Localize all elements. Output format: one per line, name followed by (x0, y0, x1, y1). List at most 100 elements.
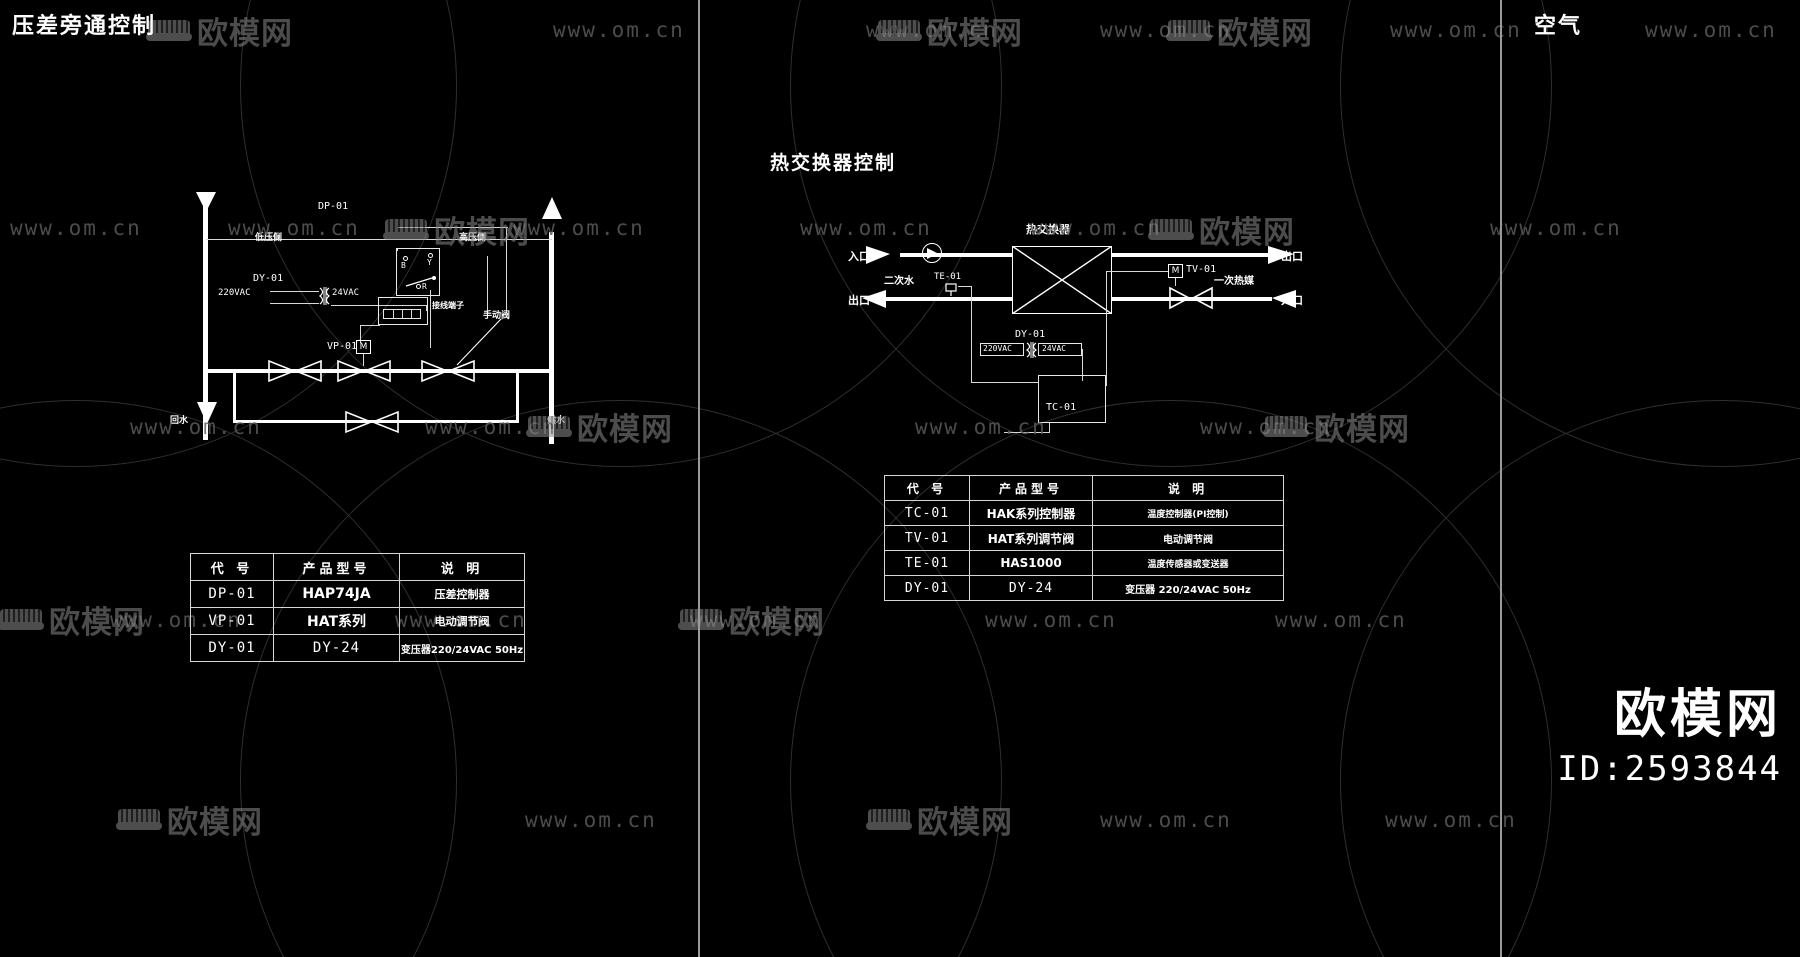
brand-corner: 欧模网 ID:2593844 (1557, 672, 1782, 789)
tv-wire-h (1106, 271, 1168, 272)
valve-bypass-icon (345, 410, 399, 434)
dp-terminal-b-label: B (401, 261, 406, 270)
table-header-row: 代 号 产品型号 说 明 (190, 553, 525, 581)
table-row: TC-01 HAK系列控制器 温度控制器(PI控制) (884, 500, 1284, 526)
heat-exchanger-cross-icon (1012, 246, 1112, 314)
brand-name: 欧模网 (1613, 685, 1782, 745)
right-parts-table: 代 号 产品型号 说 明 TC-01 HAK系列控制器 温度控制器(PI控制) … (884, 475, 1284, 601)
dp-controller-body (396, 248, 440, 296)
cell-desc: 变压器220/24VAC 50Hz (399, 634, 525, 662)
label-te-tag: TE-01 (934, 272, 962, 282)
cell-model: HAP74JA (273, 580, 400, 608)
label-220vac-left: 220VAC (218, 288, 251, 298)
label-low-pressure: 低压侧 (255, 233, 283, 243)
valve-wire (360, 325, 361, 343)
tc-wire-bottom (1004, 432, 1050, 433)
terminal-div-2 (402, 309, 403, 319)
heat-exchanger-body (1012, 246, 1112, 314)
th-desc: 说 明 (399, 553, 525, 581)
valve-tv01-icon (1169, 286, 1213, 310)
construction-arc (1340, 0, 1800, 467)
dy-secondary-box (1038, 343, 1082, 356)
supply-header-pipe (206, 369, 550, 373)
table-row: DY-01 DY-24 变压器 220/24VAC 50Hz (884, 575, 1284, 601)
tc-wire-down (1049, 423, 1050, 433)
pump-icon (922, 243, 942, 263)
table-header-row: 代 号 产品型号 说 明 (884, 475, 1284, 501)
cell-model: HAS1000 (969, 550, 1093, 576)
cell-model: HAK系列控制器 (969, 500, 1093, 526)
terminal-div-1 (393, 309, 394, 319)
cell-code: TE-01 (884, 550, 970, 576)
label-dp-tag: DP-01 (318, 201, 349, 212)
label-secondary-water: 二次水 (884, 276, 914, 287)
tv-actuator-letter: M (1171, 266, 1180, 276)
table-row: DP-01 HAP74JA 压差控制器 (190, 580, 525, 608)
dp-terminal-y-dot (428, 253, 433, 258)
cell-model: HAT系列 (273, 607, 400, 635)
cell-model: DY-24 (969, 575, 1093, 601)
pressure-sensing-line (206, 239, 552, 240)
table-row: DY-01 DY-24 变压器220/24VAC 50Hz (190, 634, 525, 662)
cell-desc: 电动调节阀 (399, 607, 525, 635)
secondary-outlet-pipe (886, 297, 1012, 301)
left-parts-table: 代 号 产品型号 说 明 DP-01 HAP74JA 压差控制器 VP-01 H… (190, 553, 525, 662)
label-primary-medium: 一次热媒 (1214, 276, 1254, 287)
title-right: 空气 (1534, 14, 1583, 39)
label-tv-tag: TV-01 (1186, 264, 1217, 275)
tc-wire-in (971, 382, 1039, 383)
inlet-left-arrow-icon (866, 246, 890, 264)
dy-wire-in-bot (270, 303, 319, 304)
vp-stem (363, 354, 364, 366)
label-vp-tag: VP-01 (327, 341, 358, 352)
manual-valve-leader-icon (456, 318, 502, 366)
label-inlet-left: 入口 (848, 250, 870, 263)
label-heat-exchanger: 热交换器 (1026, 223, 1070, 236)
th-model: 产品型号 (273, 553, 400, 581)
dp-terminal-r-dot (416, 284, 421, 289)
cell-desc: 电动调节阀 (1092, 525, 1284, 551)
cell-model: DY-24 (273, 634, 400, 662)
bypass-left-riser (233, 371, 236, 423)
label-24vac-left: 24VAC (332, 288, 360, 298)
te-wire-v (971, 286, 972, 382)
cell-desc: 变压器 220/24VAC 50Hz (1092, 575, 1284, 601)
vp-actuator-icon: M (356, 340, 371, 354)
valve-wire-h (360, 325, 380, 326)
cell-code: TC-01 (884, 500, 970, 526)
terminal-div-3 (411, 309, 412, 319)
te-wire-h (958, 286, 972, 287)
valve-control-vp01-icon (337, 359, 391, 383)
tv-stem (1175, 278, 1176, 286)
dp-switch-arm-icon (405, 276, 436, 287)
dy-primary-box (980, 343, 1024, 356)
return-arrow-down-icon (197, 402, 217, 424)
cell-code: DY-01 (190, 634, 274, 662)
tv-actuator-icon: M (1168, 264, 1183, 278)
valve-manual-1-icon (268, 359, 322, 383)
th-code: 代 号 (190, 553, 274, 581)
th-model: 产品型号 (969, 475, 1093, 501)
label-outlet-left: 出口 (848, 294, 870, 307)
transformer-core-icon-right (1025, 342, 1037, 358)
outlet-left-arrow-icon (862, 290, 886, 308)
terminal-block-body (378, 297, 428, 325)
dp-terminal-b-dot (403, 256, 408, 261)
brand-id: ID:2593844 (1557, 749, 1782, 789)
dp-wire-y (487, 256, 488, 313)
primary-outlet-pipe (1112, 253, 1272, 257)
label-supply-water: 供水 (547, 416, 566, 426)
cell-desc: 温度控制器(PI控制) (1092, 500, 1284, 526)
label-return-water: 回水 (170, 416, 189, 426)
label-manual-valve: 手动阀 (483, 311, 511, 321)
inlet-right-arrow-icon (1272, 290, 1296, 308)
outlet-right-arrow-icon (1268, 246, 1294, 264)
label-inlet-right: 入口 (1281, 294, 1303, 307)
valve-manual-2-icon (421, 359, 475, 383)
label-terminal-block: 接线端子 (432, 301, 464, 310)
label-24vac-right: 24VAC (1042, 344, 1067, 353)
dy-wire-in-top (270, 291, 319, 292)
table-row: TE-01 HAS1000 温度传感器或变送器 (884, 550, 1284, 576)
dp-terminal-r-label: R (422, 282, 427, 291)
